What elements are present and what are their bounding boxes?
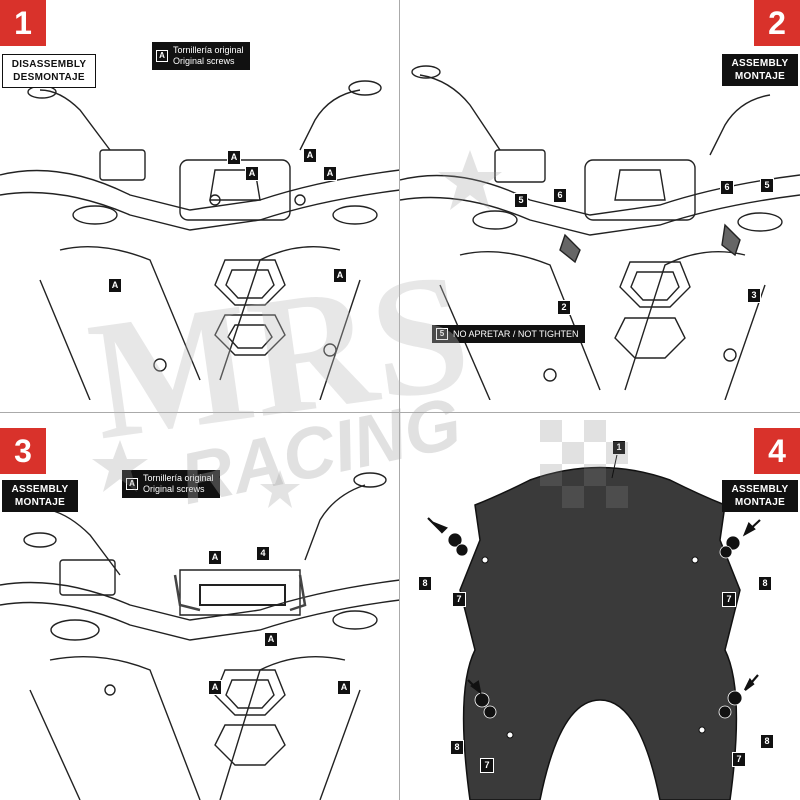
callout-label: 5 — [514, 193, 528, 208]
step-title-line: MONTAJE — [734, 497, 786, 508]
legend-key: 5 — [436, 328, 448, 340]
step-title: ASSEMBLY MONTAJE — [722, 480, 798, 512]
motorcycle-front-drawing — [0, 80, 400, 400]
step-title-line: MONTAJE — [734, 71, 786, 82]
callout-label: A — [333, 268, 347, 283]
panel-step-1: 1 DISASSEMBLY DESMONTAJE A Tornillería o… — [0, 0, 400, 400]
callout-label: A — [337, 680, 351, 695]
callout-label: A — [227, 150, 241, 165]
legend-note: 5 NO APRETAR / NOT TIGHTEN — [432, 325, 585, 343]
callout-label: 7 — [732, 752, 746, 767]
callout-label: 8 — [450, 740, 464, 755]
step-number-badge: 3 — [0, 428, 46, 474]
motorcycle-front-drawing — [0, 472, 400, 800]
callout-label: 6 — [720, 180, 734, 195]
step-title: DISASSEMBLY DESMONTAJE — [2, 54, 96, 88]
step-title: ASSEMBLY MONTAJE — [722, 54, 798, 86]
step-title-line: MONTAJE — [14, 497, 66, 508]
callout-label: A — [245, 166, 259, 181]
callout-label: A — [208, 550, 222, 565]
callout-label: 8 — [760, 734, 774, 749]
motorcycle-front-drawing — [400, 65, 800, 400]
callout-label: 2 — [557, 300, 571, 315]
callout-label: A — [303, 148, 317, 163]
panel-divider-vertical — [399, 0, 400, 800]
step-title-line: ASSEMBLY — [731, 58, 789, 69]
step-title-line: ASSEMBLY — [11, 484, 69, 495]
callout-label: 8 — [418, 576, 432, 591]
step-title: ASSEMBLY MONTAJE — [2, 480, 78, 512]
callout-label: 6 — [553, 188, 567, 203]
callout-label: 7 — [452, 592, 466, 607]
panel-step-2: 2 ASSEMBLY MONTAJE 5 NO APRETAR / NOT TI… — [400, 0, 800, 400]
legend-line: Original screws — [173, 56, 235, 66]
step-title-line: DISASSEMBLY — [11, 59, 87, 70]
callout-label: 7 — [480, 758, 494, 773]
callout-label: 7 — [722, 592, 736, 607]
callout-label: A — [264, 632, 278, 647]
callout-label: A — [208, 680, 222, 695]
callout-label: 1 — [612, 440, 626, 455]
panel-step-4: 4 ASSEMBLY MONTAJE 1 8 7 7 8 8 7 7 8 — [400, 400, 800, 800]
panel-step-3: 3 ASSEMBLY MONTAJE A Tornillería origina… — [0, 400, 400, 800]
legend-line: Original screws — [143, 484, 205, 494]
callout-label: 4 — [256, 546, 270, 561]
panel-divider-horizontal — [0, 412, 800, 413]
step-title-line: ASSEMBLY — [731, 484, 789, 495]
legend-line: NO APRETAR / NOT TIGHTEN — [453, 328, 579, 339]
callout-label: 8 — [758, 576, 772, 591]
callout-label: 3 — [747, 288, 761, 303]
callout-label: 5 — [760, 178, 774, 193]
callout-label: A — [108, 278, 122, 293]
callout-label: A — [323, 166, 337, 181]
legend-line: Tornillería original — [173, 45, 244, 55]
windscreen-drawing — [427, 449, 761, 800]
step-number-badge: 2 — [754, 0, 800, 46]
legend-key: A — [156, 50, 168, 62]
step-title-line: DESMONTAJE — [13, 72, 85, 83]
step-number-badge: 4 — [754, 428, 800, 474]
windscreen-shape — [459, 466, 741, 800]
step-number-badge: 1 — [0, 0, 46, 46]
legend-key: A — [126, 478, 138, 490]
legend-line: Tornillería original — [143, 473, 214, 483]
